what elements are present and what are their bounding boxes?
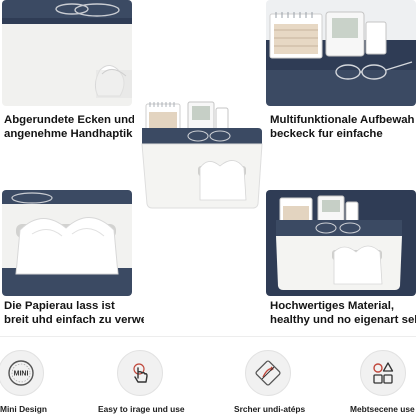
photo-tissue-opening-art	[2, 190, 132, 296]
photo-multifunction-storage	[266, 0, 416, 106]
caption-quality-material: Hochwertiges Material, healthy und no ei…	[270, 300, 416, 327]
caption-line: Abgerundete Ecken und	[4, 114, 134, 126]
photo-quality-material	[266, 190, 416, 296]
feature-mini-design: MINI	[0, 350, 44, 396]
photo-multifunction-storage-art	[266, 0, 416, 106]
photo-rounded-corners	[2, 0, 132, 106]
feature-label-mini-design: Mini Design	[0, 404, 47, 414]
photo-product-main-art	[138, 96, 266, 212]
caption-line: breit uhd einfach zu verwemen	[4, 313, 144, 326]
photo-quality-material-art	[266, 190, 416, 296]
anti-slip-icon	[255, 360, 281, 386]
mini-badge-text: MINI	[14, 371, 29, 378]
feature-anti-slip	[245, 350, 291, 396]
caption-line: beckeck fur einfache	[270, 127, 383, 140]
caption-tissue-opening: Die Papierau lass ist breit uhd einfach …	[4, 300, 144, 327]
hand-tap-icon	[133, 363, 148, 383]
caption-line: Die Papierau lass ist	[4, 300, 115, 312]
feature-multi-scene	[360, 350, 406, 396]
feature-label-anti-slip: Srcher undi-atéps	[234, 404, 306, 414]
caption-line: angenehme Handhaptik	[4, 127, 133, 140]
photo-tissue-opening	[2, 190, 132, 296]
feature-easy-use	[117, 350, 163, 396]
grid-shapes-icon	[373, 362, 394, 384]
caption-line: healthy und no eigenart sel	[270, 313, 416, 326]
caption-multifunction-storage: Multifunktionale Aufbewah beckeck fur ei…	[270, 114, 416, 141]
caption-line: Multifunktionale Aufbewah	[270, 114, 415, 126]
caption-line: Hochwertiges Material,	[270, 300, 395, 312]
feature-label-multi-scene: Mebtsecene use	[350, 404, 415, 414]
feature-label-easy-use: Easy to irage und use	[98, 404, 185, 414]
photo-product-main	[138, 96, 266, 212]
caption-rounded-corners: Abgerundete Ecken und angenehme Handhapt…	[4, 114, 134, 141]
section-divider	[0, 336, 416, 337]
mini-badge-icon: MINI	[8, 360, 34, 386]
photo-rounded-corners-art	[2, 0, 132, 106]
